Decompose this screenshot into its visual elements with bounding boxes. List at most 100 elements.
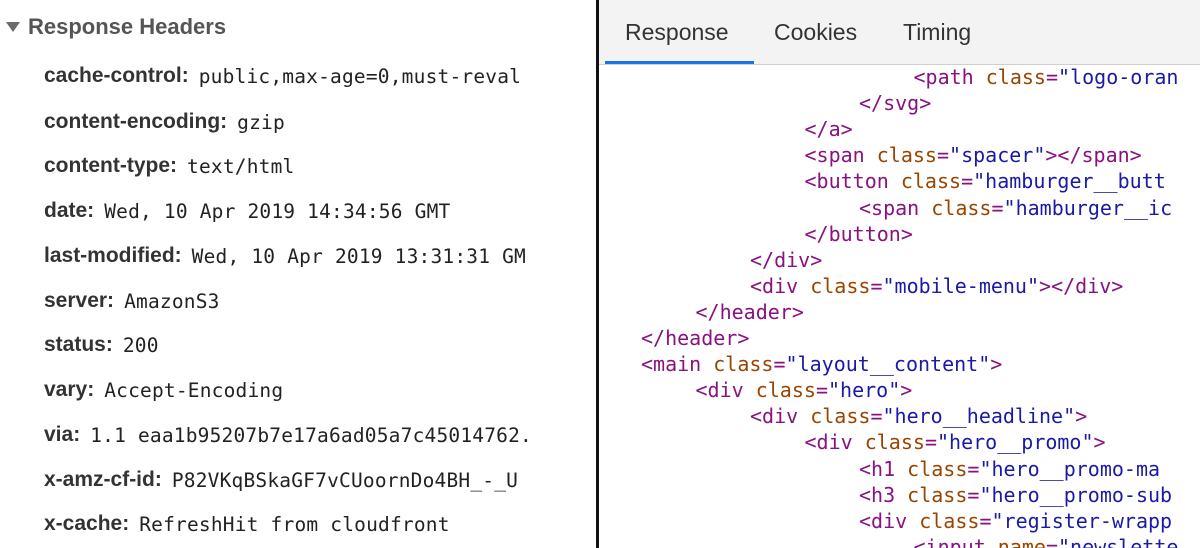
- section-title: Response Headers: [28, 14, 227, 39]
- tab-timing[interactable]: Timing: [903, 10, 971, 54]
- response-source-code: <path class="logo-oran</svg></a><span cl…: [599, 64, 1200, 548]
- header-name: last-modified:: [44, 244, 182, 267]
- code-line: <div class="register-wrapp: [859, 508, 1172, 534]
- header-name: cache-control:: [44, 64, 189, 87]
- header-row: cache-control: public,max-age=0,must-reva…: [44, 61, 521, 91]
- code-tag: =: [1045, 534, 1059, 548]
- code-tag: =: [967, 482, 980, 507]
- code-line: </div>: [750, 247, 822, 273]
- code-tag: </a>: [804, 117, 853, 142]
- header-value: Wed, 10 Apr 2019 13:31:31 GM: [191, 244, 526, 268]
- code-attr: class: [919, 508, 980, 533]
- code-attr: class: [876, 143, 937, 168]
- code-attr: name: [997, 534, 1046, 548]
- code-tag: [865, 143, 877, 167]
- triangle-down-icon: [6, 22, 20, 32]
- header-name: status:: [44, 333, 113, 356]
- tab-label: Timing: [903, 18, 972, 45]
- header-value: 1.1 eaa1b95207b7e17a6ad05a7c45014762.: [90, 423, 532, 447]
- code-value: "layout__content": [785, 352, 991, 377]
- code-value: "hero__promo-ma: [979, 456, 1161, 481]
- tab-response[interactable]: Response: [625, 10, 729, 54]
- code-tag: <div: [804, 430, 853, 455]
- code-tag: ></span>: [1045, 143, 1142, 168]
- code-tag: =: [815, 378, 828, 403]
- header-row: status:200: [44, 330, 159, 360]
- tab-label: Cookies: [774, 18, 858, 45]
- code-value: "register-wrapp: [991, 508, 1173, 533]
- header-name: via:: [44, 423, 81, 446]
- code-tag: [974, 65, 986, 89]
- code-value: "logo-oran: [1058, 65, 1179, 89]
- code-line: </header>: [641, 325, 749, 351]
- code-line: <div class="hero__headline">: [750, 403, 1087, 429]
- code-tag: [798, 274, 810, 298]
- header-name: x-amz-cf-id:: [44, 468, 162, 491]
- code-line: <div class="hero">: [696, 377, 913, 403]
- header-value: P82VKqBSkaGF7vCUoornDo4BH_-_U: [171, 468, 519, 492]
- code-tag: [919, 196, 931, 220]
- code-tag: =: [961, 169, 974, 194]
- code-tag: <div: [750, 404, 799, 429]
- tab-bar: Response Cookies Timing: [599, 0, 1200, 65]
- header-value: gzip: [237, 110, 285, 134]
- code-tag: >: [1075, 404, 1088, 429]
- code-tag: [889, 169, 901, 193]
- header-name: vary:: [44, 378, 95, 401]
- code-tag: [853, 430, 865, 454]
- response-panel: Response Cookies Timing <path class="log…: [599, 0, 1200, 548]
- code-line: <div class="mobile-menu"></div>: [750, 273, 1123, 299]
- response-headers-toggle[interactable]: Response Headers: [6, 12, 226, 42]
- header-row: via: 1.1 eaa1b95207b7e17a6ad05a7c45014762…: [44, 420, 532, 450]
- code-tag: <button: [804, 169, 889, 194]
- code-tag: =: [991, 195, 1004, 220]
- code-attr: class: [900, 169, 962, 194]
- code-value: "newslette: [1058, 534, 1179, 548]
- panel-divider[interactable]: [596, 0, 599, 548]
- code-tag: </header>: [641, 326, 750, 350]
- code-tag: =: [936, 143, 950, 168]
- code-tag: [907, 509, 919, 533]
- tab-cookies[interactable]: Cookies: [774, 10, 857, 54]
- code-tag: >: [900, 378, 913, 403]
- code-line: <button class="hamburger__butt: [805, 168, 1166, 194]
- header-value: Accept-Encoding: [104, 378, 284, 402]
- code-tag: >: [1093, 430, 1106, 455]
- code-tag: [986, 535, 998, 548]
- code-tag: =: [870, 404, 883, 429]
- active-tab-indicator: [605, 61, 754, 64]
- header-row: x-amz-cf-id: P82VKqBSkaGF7vCUoornDo4BH_-_…: [44, 465, 518, 495]
- code-tag: <div: [695, 378, 744, 403]
- code-tag: <path: [913, 65, 974, 89]
- header-value: Wed, 10 Apr 2019 14:34:56 GMT: [104, 199, 451, 223]
- code-tag: =: [979, 508, 992, 533]
- header-value: public,max-age=0,must-reval: [198, 64, 522, 88]
- code-tag: <h3: [859, 482, 896, 507]
- code-tag: ></div>: [1039, 273, 1124, 298]
- code-line: <span class="hamburger__ic: [859, 195, 1172, 221]
- code-value: "mobile-menu": [882, 273, 1040, 298]
- code-tag: [798, 404, 810, 428]
- header-name: server:: [44, 289, 115, 312]
- code-tag: </div>: [750, 247, 823, 272]
- code-tag: <h1: [859, 456, 896, 481]
- code-line: </header>: [696, 299, 804, 325]
- code-tag: <main: [641, 352, 702, 377]
- code-value: "hero__headline": [882, 404, 1076, 429]
- header-name: x-cache:: [44, 512, 130, 535]
- code-attr: class: [713, 352, 774, 377]
- header-row: vary: Accept-Encoding: [44, 375, 283, 405]
- header-row: content-type:text/html: [44, 151, 294, 181]
- header-name: date:: [44, 199, 95, 222]
- code-tag: </button>: [804, 221, 913, 246]
- code-value: "hero": [827, 378, 901, 403]
- code-value: "hamburger__ic: [1003, 195, 1173, 220]
- code-tag: =: [870, 273, 883, 298]
- header-name: content-encoding:: [44, 110, 228, 133]
- code-value: "hero__promo": [936, 430, 1094, 455]
- header-row: x-cache:RefreshHit from cloudfront: [44, 509, 450, 539]
- code-tag: [895, 457, 907, 481]
- header-row: date: Wed, 10 Apr 2019 14:34:56 GMT: [44, 196, 450, 226]
- header-name: content-type:: [44, 154, 177, 177]
- code-tag: =: [924, 430, 937, 455]
